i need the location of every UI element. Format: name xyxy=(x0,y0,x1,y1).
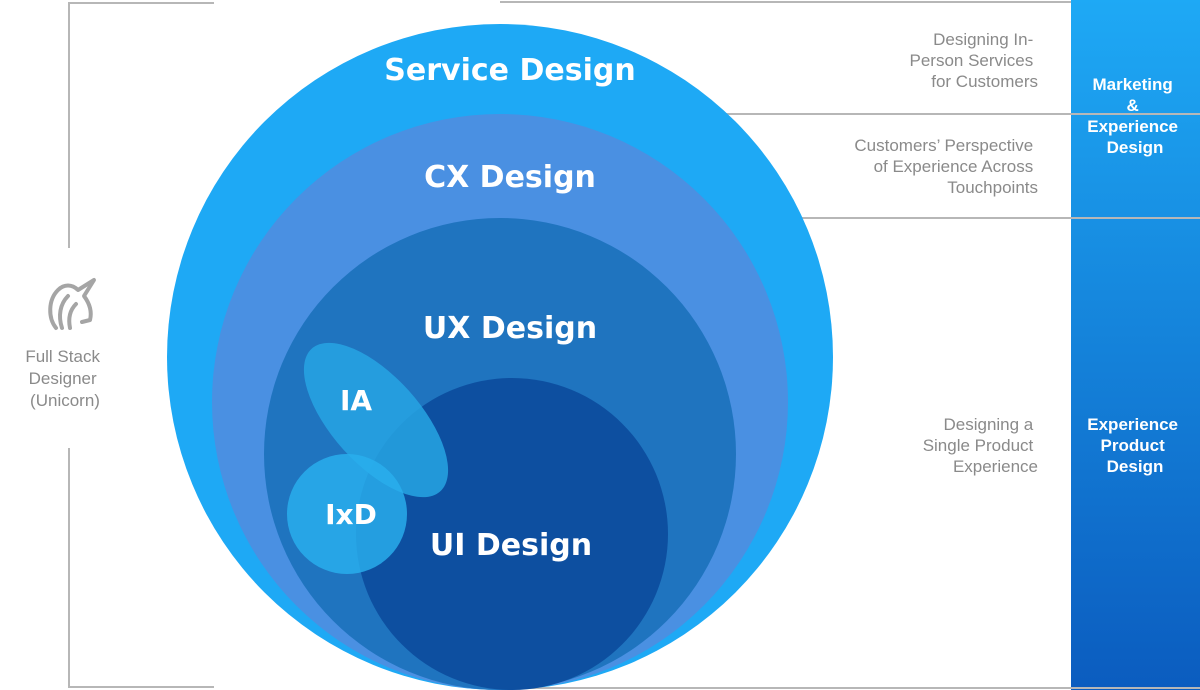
ux-design-label: UX Design xyxy=(423,311,597,346)
marketing-experience-design-label: Marketing & Experience Design xyxy=(1087,75,1182,157)
unicorn-bracket xyxy=(68,2,214,688)
unicorn-icon xyxy=(48,278,96,330)
service-design-label: Service Design xyxy=(384,53,635,88)
service-design-description: Designing In- Person Services for Custom… xyxy=(909,30,1038,91)
ia-label: IA xyxy=(340,384,372,417)
unicorn-label: Full Stack Designer (Unicorn) xyxy=(25,347,104,410)
ia-ellipse xyxy=(303,342,449,498)
ixd-label: IxD xyxy=(325,498,377,531)
experience-product-design-label: Experience Product Design xyxy=(1087,415,1182,476)
ui-design-label: UI Design xyxy=(430,528,592,563)
product-design-description: Designing a Single Product Experience xyxy=(923,415,1038,476)
cx-design-label: CX Design xyxy=(424,160,596,195)
cx-design-description: Customers’ Perspective of Experience Acr… xyxy=(854,136,1038,197)
ixd-circle xyxy=(287,454,407,574)
